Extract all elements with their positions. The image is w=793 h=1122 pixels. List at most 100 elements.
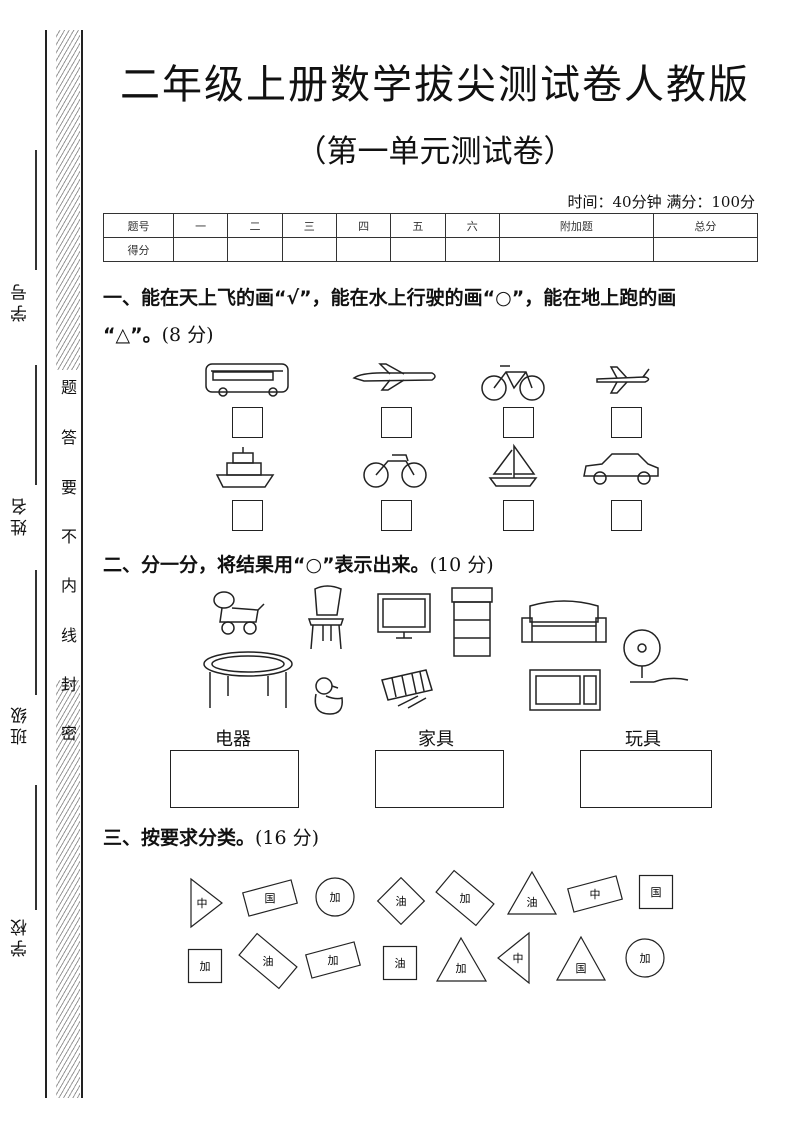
answer-box[interactable]	[503, 500, 534, 531]
hatch-bottom	[56, 680, 80, 1098]
answer-box[interactable]	[381, 500, 412, 531]
shape-item: 加	[187, 948, 223, 984]
table-cell: 附加题	[498, 213, 654, 238]
shape-label: 加	[640, 952, 651, 965]
shape-label: 中	[590, 888, 601, 901]
class-line	[35, 570, 37, 695]
class-label: 班级	[11, 703, 31, 745]
shape-item: 油	[506, 870, 558, 915]
table-cell: 得分	[103, 237, 174, 262]
toy-duck-icon	[314, 677, 343, 715]
bus-icon	[205, 363, 289, 397]
table-cell: 六	[444, 213, 500, 238]
bicycle-icon	[481, 365, 545, 401]
answer-box[interactable]	[381, 407, 412, 438]
shape-label: 中	[197, 897, 208, 910]
airplane-icon	[596, 366, 650, 394]
toy-dog-icon	[213, 591, 265, 635]
strip-char: 答	[60, 428, 77, 447]
strip-char: 不	[60, 527, 77, 546]
shape-item: 油	[376, 876, 426, 926]
binding-line-right	[81, 30, 83, 1098]
score-cell[interactable]	[444, 237, 500, 262]
q1-points: (8 分)	[161, 324, 214, 346]
shape-item: 国	[242, 879, 298, 917]
table-cell: 总分	[652, 213, 759, 238]
strip-char: 内	[60, 576, 77, 595]
school-line	[35, 785, 37, 910]
answer-box[interactable]	[611, 500, 642, 531]
toys-answer-box[interactable]	[580, 750, 712, 808]
shape-item: 国	[555, 935, 607, 981]
score-cell[interactable]	[281, 237, 337, 262]
answer-box[interactable]	[611, 407, 642, 438]
table-cell: 题号	[103, 213, 174, 238]
q1-line2-text: “△”。	[103, 324, 162, 346]
rectangle-shape	[567, 875, 623, 913]
answer-box[interactable]	[503, 407, 534, 438]
score-cell[interactable]	[335, 237, 392, 262]
score-cell[interactable]	[172, 237, 229, 262]
shape-label: 加	[330, 891, 341, 904]
ship-icon	[215, 447, 275, 488]
shape-label: 国	[651, 886, 662, 899]
shape-label: 加	[200, 960, 211, 973]
shape-item: 加	[625, 938, 665, 978]
triangle-shape	[190, 877, 223, 929]
microwave-icon	[529, 669, 601, 711]
table-icon	[203, 651, 293, 708]
table-cell: 五	[390, 213, 446, 238]
name-label: 姓名	[11, 494, 31, 536]
score-cell[interactable]	[227, 237, 283, 262]
q3-points: (16 分)	[255, 827, 320, 849]
triangle-shape	[506, 870, 558, 915]
score-table-score-row: 得分	[103, 237, 759, 262]
triangle-shape	[555, 935, 607, 981]
answer-box[interactable]	[232, 500, 263, 531]
name-line	[35, 365, 37, 485]
rectangle-shape	[238, 932, 298, 990]
shape-item: 加	[435, 936, 488, 982]
score-cell[interactable]	[390, 237, 446, 262]
triangle-shape	[497, 931, 530, 985]
score-table-header-row: 题号 一 二 三 四 五 六 附加题 总分	[103, 213, 759, 238]
student-id-label: 学号	[11, 280, 31, 322]
motorcycle-icon	[363, 454, 427, 488]
strip-char: 封	[60, 675, 77, 694]
appliances-answer-box[interactable]	[170, 750, 299, 808]
tv-icon	[377, 593, 431, 639]
cabinet-icon	[451, 587, 493, 657]
strip-char: 题	[60, 378, 77, 397]
square-shape	[376, 876, 426, 926]
q1-line2: “△”。(8 分)	[103, 320, 214, 347]
circle-shape	[625, 938, 665, 978]
shape-item: 国	[638, 874, 674, 910]
shape-label: 国	[265, 892, 276, 905]
shape-label: 油	[396, 894, 407, 908]
category-label-appliances: 电器	[215, 729, 251, 750]
shape-label: 加	[460, 892, 471, 905]
q2-points: (10 分)	[429, 554, 494, 576]
shape-label: 国	[576, 962, 587, 975]
furniture-answer-box[interactable]	[375, 750, 504, 808]
table-cell: 一	[172, 213, 229, 238]
circle-shape	[315, 877, 355, 917]
strip-char: 密	[60, 724, 77, 743]
score-cell[interactable]	[652, 237, 759, 262]
q2-text: 二、分一分，将结果用“○”表示出来。(10 分)	[103, 550, 494, 577]
shape-label: 油	[395, 956, 406, 970]
shape-label: 加	[328, 954, 339, 967]
rectangle-shape	[435, 869, 495, 927]
square-shape	[187, 948, 223, 984]
category-label-furniture: 家具	[418, 729, 454, 750]
time-info: 时间：40分钟 满分：100分	[567, 193, 756, 211]
table-cell: 二	[227, 213, 283, 238]
answer-box[interactable]	[232, 407, 263, 438]
rectangle-shape	[305, 941, 361, 979]
table-cell: 三	[281, 213, 337, 238]
fan-icon	[623, 629, 689, 683]
airplane-icon	[352, 363, 436, 391]
binding-line-left	[45, 30, 47, 1098]
score-cell[interactable]	[498, 237, 654, 262]
category-label-toys: 玩具	[625, 729, 661, 750]
